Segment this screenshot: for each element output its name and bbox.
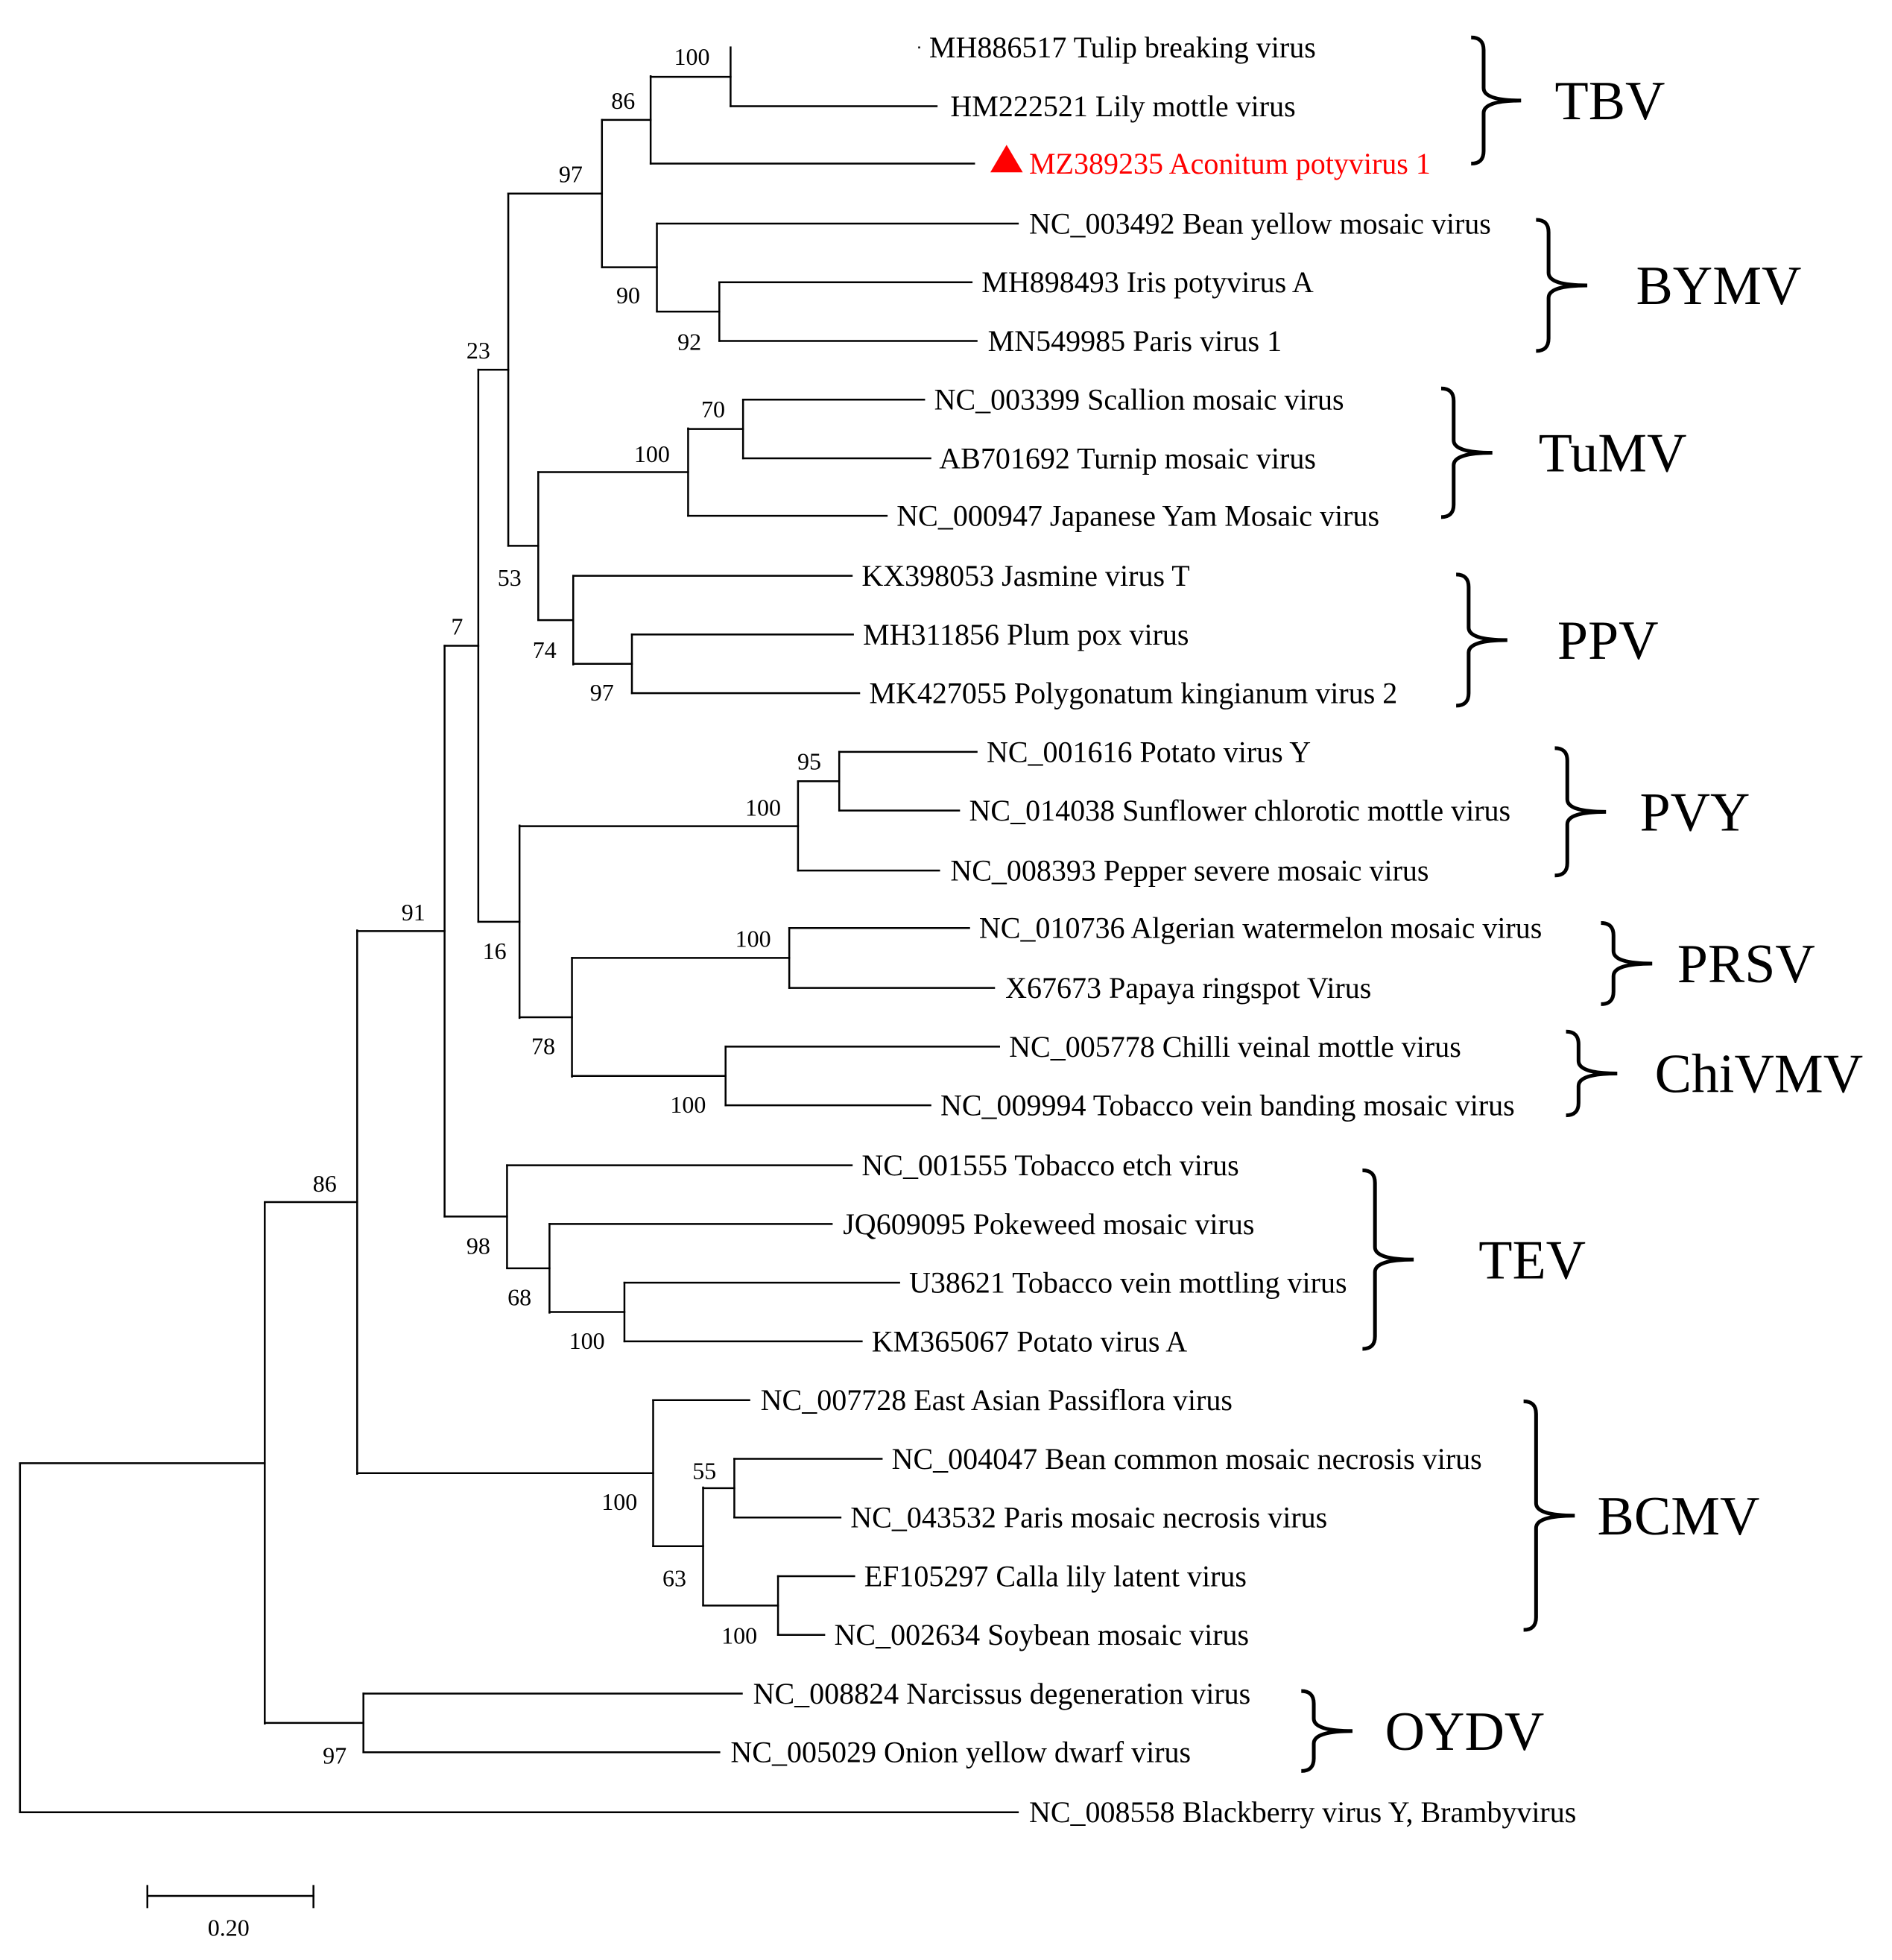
clade-brace [1554, 746, 1607, 878]
bootstrap-value: 63 [662, 1564, 686, 1591]
clade-brace [1566, 1029, 1618, 1118]
bootstrap-value: 100 [721, 1622, 757, 1648]
clade-label: TBV [1555, 71, 1665, 132]
bootstrap-value: 97 [559, 161, 583, 188]
taxon-label: MH898493 Iris potyvirus A [981, 265, 1314, 299]
clade-brace [1362, 1168, 1414, 1351]
bootstrap-value: 90 [616, 282, 640, 309]
taxon-label: NC_043532 Paris mosaic necrosis virus [850, 1501, 1327, 1534]
taxon-label: MZ389235 Aconitum potyvirus 1 [1029, 147, 1431, 180]
bootstrap-value: 91 [402, 899, 425, 926]
taxon-label: NC_014038 Sunflower chlorotic mottle vir… [969, 794, 1511, 827]
taxon-label: NC_008393 Pepper severe mosaic virus [950, 854, 1429, 888]
bootstrap-value: 23 [466, 337, 490, 364]
bootstrap-value: 16 [483, 938, 507, 964]
bootstrap-value: 98 [466, 1233, 490, 1259]
taxon-label: NC_007728 East Asian Passiflora virus [761, 1383, 1233, 1417]
bootstrap-value: 100 [601, 1488, 637, 1515]
taxon-label: MH886517 Tulip breaking virus [929, 31, 1316, 64]
bootstrap-value: 68 [507, 1283, 531, 1310]
taxon-label: NC_001616 Potato virus Y [987, 735, 1311, 768]
bootstrap-value: 74 [533, 636, 557, 663]
taxon-label: NC_002634 Soybean mosaic virus [835, 1618, 1250, 1651]
bootstrap-value: 100 [674, 43, 709, 70]
taxon-label: NC_008558 Blackberry virus Y, Brambyviru… [1029, 1795, 1576, 1829]
bootstrap-value: 53 [498, 564, 522, 591]
taxon-label: NC_001555 Tobacco etch virus [861, 1148, 1238, 1182]
clade-brace [1536, 218, 1588, 353]
clade-label: BCMV [1597, 1486, 1759, 1547]
clade-label: PVY [1639, 782, 1750, 843]
clade-brace [1455, 572, 1507, 708]
clade-label: PRSV [1677, 934, 1815, 995]
bootstrap-value: 86 [611, 87, 635, 114]
taxon-label: JQ609095 Pokeweed mosaic virus [843, 1207, 1254, 1241]
taxon-label: NC_010736 Algerian watermelon mosaic vir… [979, 911, 1542, 945]
bootstrap-value: 7 [451, 613, 463, 639]
clade-label: TuMV [1539, 423, 1687, 484]
taxon-label: MN549985 Paris virus 1 [988, 324, 1282, 358]
taxon-label: U38621 Tobacco vein mottling virus [909, 1266, 1347, 1300]
clade-label: PPV [1557, 610, 1659, 671]
bootstrap-value: 100 [735, 925, 771, 952]
bootstrap-value: 78 [531, 1032, 555, 1059]
bootstrap-value: 70 [701, 396, 725, 423]
bootstrap-value: 97 [323, 1742, 347, 1768]
clade-brace [1601, 921, 1653, 1006]
bootstrap-value: 97 [590, 679, 614, 706]
taxon-label: NC_008824 Narcissus degeneration virus [753, 1677, 1251, 1710]
taxon-label: NC_009994 Tobacco vein banding mosaic vi… [940, 1089, 1515, 1122]
taxon-label: EF105297 Calla lily latent virus [864, 1559, 1247, 1593]
highlight-triangle-icon [990, 145, 1023, 173]
clade-brace [1523, 1399, 1575, 1632]
clade-brace [1301, 1689, 1353, 1773]
clade-label: ChiVMV [1655, 1044, 1864, 1105]
taxon-label: NC_005778 Chilli veinal mottle virus [1009, 1030, 1461, 1063]
taxon-label: NC_003492 Bean yellow mosaic virus [1029, 206, 1491, 240]
bootstrap-value: 55 [692, 1457, 716, 1484]
taxon-label: NC_003399 Scallion mosaic virus [934, 383, 1344, 417]
taxon-label: HM222521 Lily mottle virus [950, 89, 1295, 123]
bootstrap-value: 100 [745, 794, 781, 821]
taxon-label: NC_004047 Bean common mosaic necrosis vi… [892, 1442, 1482, 1476]
bootstrap-value: 86 [313, 1170, 337, 1197]
clade-label: TEV [1478, 1230, 1586, 1291]
clade-brace [1471, 35, 1522, 166]
bootstrap-value: 100 [634, 440, 670, 467]
bootstrap-value: 100 [569, 1327, 605, 1354]
clade-label: OYDV [1385, 1701, 1545, 1763]
scale-bar-label: 0.20 [208, 1915, 250, 1941]
taxon-label: MK427055 Polygonatum kingianum virus 2 [869, 677, 1397, 710]
taxon-label: MH311856 Plum pox virus [863, 618, 1189, 651]
taxon-label: NC_000947 Japanese Yam Mosaic virus [896, 499, 1379, 533]
clade-brace [1440, 386, 1493, 519]
taxon-label: X67673 Papaya ringspot Virus [1005, 971, 1371, 1005]
clade-label: BYMV [1636, 256, 1801, 317]
bootstrap-value: 100 [670, 1091, 706, 1118]
taxon-label: NC_005029 Onion yellow dwarf virus [730, 1736, 1191, 1769]
bootstrap-value: 92 [677, 328, 701, 355]
taxon-label: AB701692 Turnip mosaic virus [939, 441, 1316, 475]
taxon-label: KX398053 Jasmine virus T [861, 559, 1189, 592]
bootstrap-value: 95 [797, 747, 821, 774]
taxon-label: KM365067 Potato virus A [872, 1324, 1187, 1358]
